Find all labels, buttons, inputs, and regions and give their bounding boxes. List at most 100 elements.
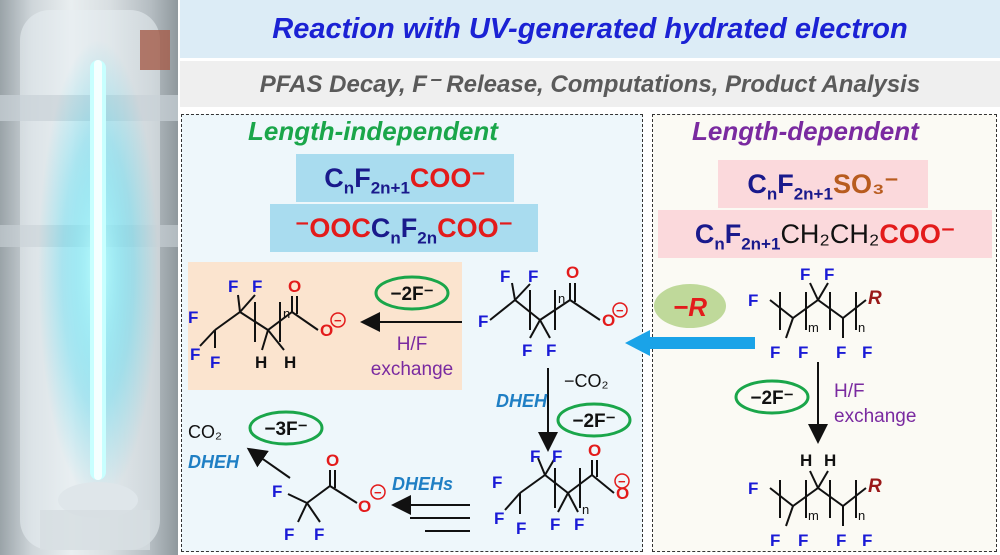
atom-f: F bbox=[516, 519, 526, 538]
minus-sign: − bbox=[616, 303, 624, 318]
atom-f: F bbox=[314, 525, 324, 544]
minus-2f-ellipse bbox=[374, 275, 450, 311]
left-panel-title: Length-independent bbox=[248, 116, 498, 146]
label-minus-3f: −3F⁻ bbox=[264, 419, 307, 440]
atom-f: F bbox=[770, 531, 780, 550]
atom-f: F bbox=[836, 343, 846, 362]
formula-fluorotelomer: CnF2n+1CH₂CH₂COO⁻ bbox=[658, 210, 992, 258]
molecule-exchanged-r bbox=[769, 470, 867, 527]
atom-f: F bbox=[550, 515, 560, 534]
label-minus-2f-right: −2F⁻ bbox=[750, 388, 793, 409]
label-dhehs: DHEHs bbox=[392, 474, 453, 494]
minus-sign: − bbox=[374, 485, 382, 500]
atom-f: F bbox=[770, 343, 780, 362]
atom-f: F bbox=[530, 447, 540, 466]
label-hf: H/F bbox=[397, 334, 428, 355]
uv-lamp-drawing bbox=[0, 10, 178, 550]
atom-f: F bbox=[272, 482, 282, 501]
atom-f: F bbox=[210, 353, 220, 372]
subscript-n: n bbox=[858, 508, 865, 523]
negative-charge bbox=[612, 302, 628, 318]
minus-2f-ellipse-right bbox=[734, 379, 810, 415]
molecule-perfluoro-r bbox=[769, 282, 867, 339]
atom-f: F bbox=[574, 515, 584, 534]
arrow-final-defluorination bbox=[246, 447, 291, 479]
label-minus-r: −R bbox=[673, 292, 707, 322]
atom-f: F bbox=[188, 308, 198, 327]
atom-f: F bbox=[836, 531, 846, 550]
minus-2f-ellipse-2 bbox=[556, 402, 632, 438]
atom-h: H bbox=[255, 353, 267, 372]
subscript-m: m bbox=[808, 320, 819, 335]
atom-o: O bbox=[602, 311, 615, 330]
negative-charge bbox=[614, 473, 630, 489]
subscript-n: n bbox=[582, 502, 589, 517]
atom-f: F bbox=[862, 531, 872, 550]
subscript-n: n bbox=[558, 291, 565, 306]
atom-f: F bbox=[798, 343, 808, 362]
atom-f: F bbox=[500, 267, 510, 286]
minus-sign: − bbox=[618, 474, 626, 489]
uv-reactor-photo bbox=[0, 0, 178, 555]
atom-o: O bbox=[616, 484, 629, 503]
label-dheh-2: DHEH bbox=[188, 452, 240, 472]
label-minus-2f-2: −2F⁻ bbox=[572, 411, 615, 432]
minus-3f-ellipse bbox=[248, 410, 324, 446]
label-minus-co2: −CO₂ bbox=[564, 371, 609, 391]
molecule-tfa bbox=[287, 470, 358, 523]
atom-o: O bbox=[288, 277, 301, 296]
atom-r: R bbox=[868, 476, 882, 497]
subscript-n: n bbox=[283, 306, 290, 321]
formula-pfsa: CnF2n+1SO₃⁻ bbox=[718, 160, 928, 208]
molecule-short-pfca bbox=[504, 457, 615, 514]
atom-f: F bbox=[190, 345, 200, 364]
label-exchange-right: exchange bbox=[834, 406, 916, 427]
molecule-exchanged-r-atoms: F H H F F F F m n R bbox=[748, 451, 882, 550]
molecule-tfa-atoms: F F F O O − bbox=[272, 451, 386, 544]
minus-r-ellipse bbox=[654, 284, 726, 328]
banner-title: Reaction with UV-generated hydrated elec… bbox=[180, 0, 1000, 58]
molecule-pfca-atoms: F F F F F n O O − bbox=[478, 263, 628, 360]
label-co2: CO₂ bbox=[188, 422, 222, 442]
atom-f: F bbox=[494, 509, 504, 528]
atom-f: F bbox=[862, 343, 872, 362]
atom-f: F bbox=[800, 265, 810, 284]
atom-f: F bbox=[492, 473, 502, 492]
molecule-hf-exchanged-atoms: F F F F F H H n O O − bbox=[188, 277, 346, 372]
atom-f: F bbox=[284, 525, 294, 544]
negative-charge bbox=[330, 312, 346, 328]
formula-dicarboxylate: ⁻OOCCnF2nCOO⁻ bbox=[270, 204, 538, 252]
molecule-short-pfca-atoms: F F F F F F F n O O − bbox=[492, 441, 630, 538]
molecule-hf-exchanged bbox=[199, 294, 319, 351]
atom-f: F bbox=[748, 291, 758, 310]
atom-f: F bbox=[252, 277, 262, 296]
molecule-pfca bbox=[489, 282, 601, 339]
arrow-minus-r bbox=[625, 330, 755, 356]
atom-f: F bbox=[478, 312, 488, 331]
atom-r: R bbox=[868, 288, 882, 309]
negative-charge bbox=[370, 484, 386, 500]
atom-f: F bbox=[552, 447, 562, 466]
subscript-m: m bbox=[808, 508, 819, 523]
molecule-perfluoro-r-atoms: F F F F F F F m n R bbox=[748, 265, 882, 362]
atom-f: F bbox=[522, 341, 532, 360]
atom-f: F bbox=[228, 277, 238, 296]
atom-o: O bbox=[588, 441, 601, 460]
formula-pfca: CnF2n+1COO⁻ bbox=[296, 154, 514, 202]
right-panel-title: Length-dependent bbox=[692, 116, 919, 146]
sub-n: n bbox=[390, 228, 401, 248]
label-hf-right: H/F bbox=[834, 381, 865, 402]
atom-f: F bbox=[824, 265, 834, 284]
atom-o: O bbox=[320, 321, 333, 340]
atom-h: H bbox=[284, 353, 296, 372]
atom-h: H bbox=[800, 451, 812, 470]
subscript-n: n bbox=[858, 320, 865, 335]
atom-h: H bbox=[824, 451, 836, 470]
banner-subtitle: PFAS Decay, F⁻ Release, Computations, Pr… bbox=[180, 61, 1000, 107]
atom-f: F bbox=[798, 531, 808, 550]
atom-o: O bbox=[358, 497, 371, 516]
atom-f: F bbox=[748, 479, 758, 498]
label-minus-2f: −2F⁻ bbox=[390, 284, 433, 305]
minus-sign: − bbox=[334, 313, 342, 328]
